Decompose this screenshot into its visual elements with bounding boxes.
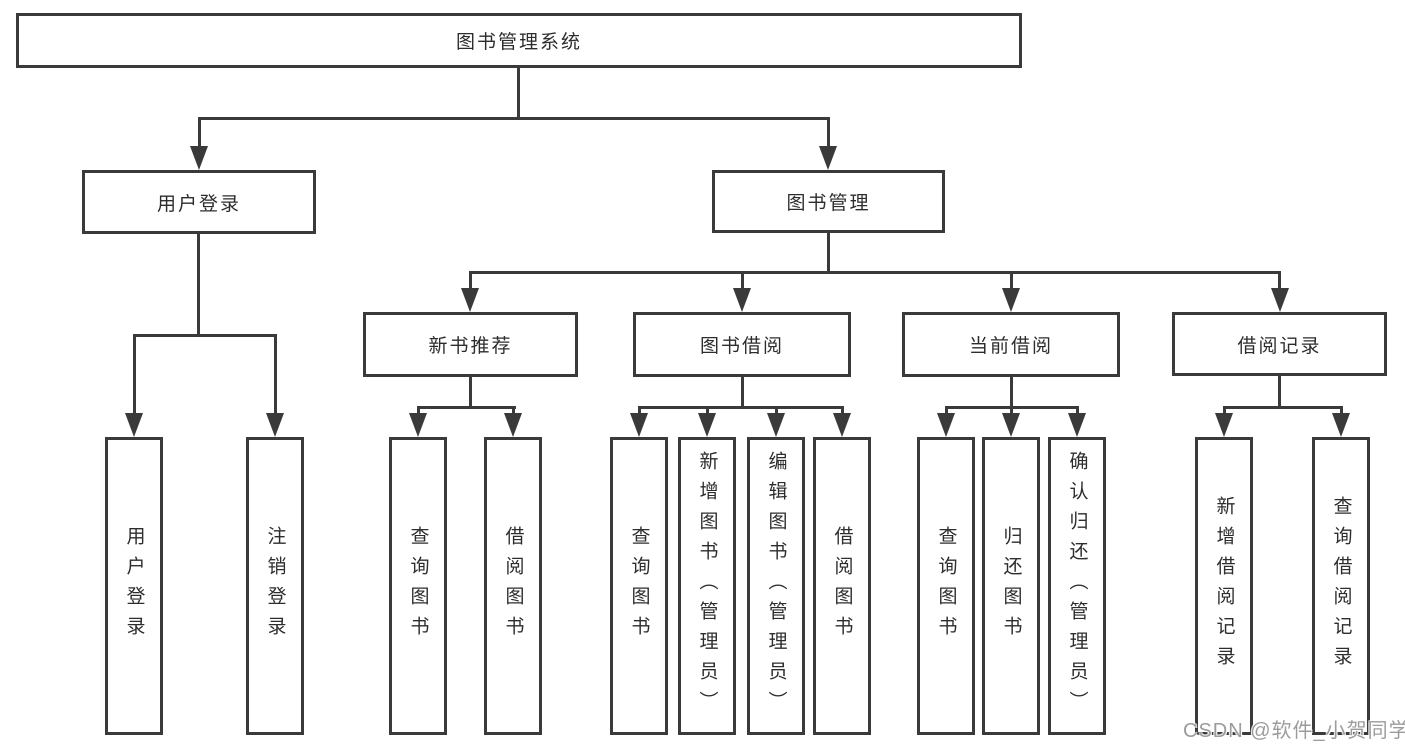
node-user-login: 用户登录: [82, 170, 316, 234]
arrow-down-icon: [190, 146, 208, 170]
arrow-down-icon: [1068, 413, 1086, 437]
connector-drop-login: [133, 334, 136, 414]
connector-book-management-bar: [469, 271, 1281, 274]
leaf-label: 查询借阅记录: [1330, 496, 1352, 676]
arrow-down-icon: [504, 413, 522, 437]
leaf-user-login: 用户登录: [105, 437, 163, 735]
arrow-down-icon: [630, 413, 648, 437]
node-new-book-recommend: 新书推荐: [363, 312, 578, 377]
arrow-down-icon: [698, 413, 716, 437]
connector-drop-book-management: [827, 117, 830, 147]
connector-drop-leaf: [1076, 406, 1079, 415]
node-label: 借阅记录: [1237, 335, 1322, 357]
leaf-label: 确认归还（管理员）: [1066, 451, 1088, 721]
connector-root-bar: [198, 117, 829, 120]
node-book-management: 图书管理: [712, 170, 945, 233]
connector-drop-leaf: [512, 406, 515, 415]
leaf-query-books-recommend: 查询图书: [389, 437, 447, 735]
connector-drop-current-borrow: [1010, 271, 1013, 289]
leaf-label: 借阅图书: [502, 526, 524, 646]
connector-drop-leaf: [417, 406, 420, 415]
connector-book-borrow-stem: [741, 376, 744, 408]
arrow-down-icon: [733, 288, 751, 312]
leaf-query-books-current: 查询图书: [917, 437, 975, 735]
connector-new-book-stem: [469, 376, 472, 408]
node-label: 图书管理: [786, 193, 871, 214]
node-label: 用户登录: [156, 193, 241, 215]
leaf-logout: 注销登录: [246, 437, 304, 735]
arrow-down-icon: [1002, 413, 1020, 437]
node-label: 当前借阅: [968, 336, 1053, 357]
leaf-query-borrow-record: 查询借阅记录: [1312, 437, 1370, 735]
connector-drop-logout: [274, 334, 277, 414]
leaf-label: 编辑图书（管理员）: [765, 451, 787, 721]
connector-book-management-stem: [827, 232, 830, 274]
leaf-label: 借阅图书: [831, 526, 853, 646]
leaf-label: 新增图书（管理员）: [696, 451, 718, 721]
leaf-label: 用户登录: [123, 526, 145, 646]
connector-new-book-bar: [417, 406, 516, 409]
connector-drop-leaf: [841, 406, 844, 415]
connector-user-login-stem: [197, 233, 200, 336]
arrow-down-icon: [767, 413, 785, 437]
leaf-label: 查询图书: [935, 526, 957, 646]
leaf-query-books: 查询图书: [610, 437, 668, 735]
connector-current-borrow-stem: [1010, 376, 1013, 408]
leaf-borrow-books: 借阅图书: [813, 437, 871, 735]
leaf-label: 归还图书: [1000, 526, 1022, 646]
arrow-down-icon: [937, 413, 955, 437]
connector-drop-leaf: [1340, 406, 1343, 415]
connector-drop-user-login: [198, 117, 201, 147]
connector-drop-leaf: [706, 406, 709, 415]
leaf-return-books: 归还图书: [982, 437, 1040, 735]
arrow-down-icon: [1215, 413, 1233, 437]
node-label: 图书管理系统: [455, 32, 582, 53]
leaf-label: 新增借阅记录: [1213, 496, 1235, 676]
arrow-down-icon: [833, 413, 851, 437]
connector-book-borrow-bar: [638, 406, 844, 409]
node-label: 图书借阅: [699, 336, 784, 357]
arrow-down-icon: [1002, 288, 1020, 312]
node-current-borrow: 当前借阅: [902, 312, 1120, 377]
leaf-confirm-return-admin: 确认归还（管理员）: [1048, 437, 1106, 735]
node-book-borrow: 图书借阅: [633, 312, 851, 377]
node-library-management-system: 图书管理系统: [16, 13, 1022, 68]
leaf-label: 查询图书: [407, 526, 429, 646]
leaf-label: 查询图书: [628, 526, 650, 646]
connector-drop-leaf: [638, 406, 641, 415]
arrow-down-icon: [266, 413, 284, 437]
node-borrow-records: 借阅记录: [1172, 312, 1387, 376]
arrow-down-icon: [409, 413, 427, 437]
connector-root-stem: [517, 67, 520, 119]
connector-drop-leaf: [1223, 406, 1226, 415]
connector-drop-leaf: [775, 406, 778, 415]
connector-user-login-bar: [133, 334, 277, 337]
csdn-watermark: CSDN @软件_小贺同学: [1183, 720, 1405, 742]
connector-drop-leaf: [1010, 406, 1013, 415]
connector-drop-new-book: [469, 271, 472, 289]
arrow-down-icon: [461, 288, 479, 312]
connector-drop-book-borrow: [741, 271, 744, 289]
connector-drop-borrow-records: [1278, 271, 1281, 289]
node-label: 新书推荐: [428, 336, 513, 357]
arrow-down-icon: [125, 413, 143, 437]
arrow-down-icon: [1332, 413, 1350, 437]
leaf-add-borrow-record: 新增借阅记录: [1195, 437, 1253, 735]
connector-borrow-records-bar: [1223, 406, 1343, 409]
arrow-down-icon: [1271, 288, 1289, 312]
leaf-add-books-admin: 新增图书（管理员）: [678, 437, 736, 735]
leaf-label: 注销登录: [264, 526, 286, 646]
leaf-borrow-books-recommend: 借阅图书: [484, 437, 542, 735]
connector-drop-leaf: [945, 406, 948, 415]
connector-borrow-records-stem: [1278, 376, 1281, 408]
arrow-down-icon: [819, 146, 837, 170]
leaf-edit-books-admin: 编辑图书（管理员）: [747, 437, 805, 735]
